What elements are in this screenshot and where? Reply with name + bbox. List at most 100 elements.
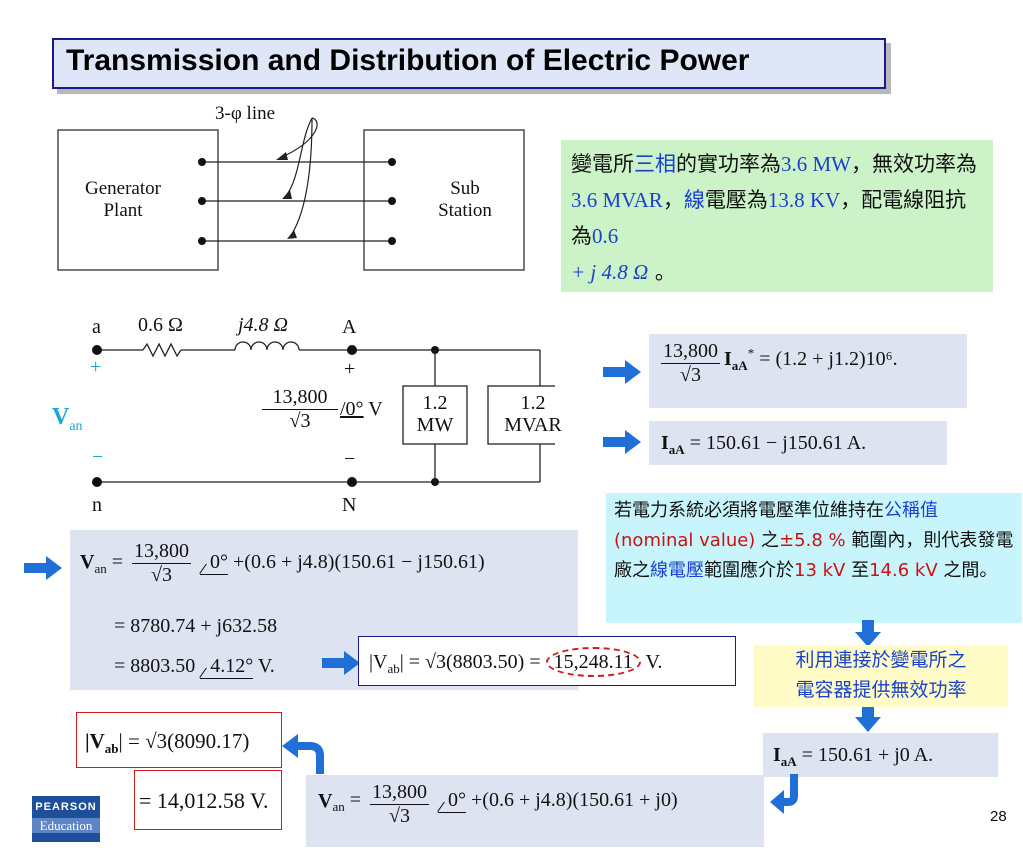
arrow-down-icon <box>855 705 881 732</box>
vab-unit: V. <box>640 651 663 673</box>
bottom-vab-line1: |Vab| = √3(8090.17) <box>76 712 282 768</box>
van-eq-line2: = 8780.74 + j632.58 <box>114 615 278 637</box>
arrow-right-icon <box>24 556 62 580</box>
bv-angle: 0° <box>438 789 467 814</box>
gb-text: 的實功率為 <box>676 152 781 176</box>
eq1-num: 13,800 <box>661 340 720 364</box>
cb-text: 至 <box>845 560 870 581</box>
bv-rest: +(0.6 + j4.8)(150.61 + j0) <box>471 789 678 812</box>
van-v: V <box>52 404 70 430</box>
cb-text: 範圍內，則代表發電廠之 <box>614 530 1014 581</box>
load-mw: 1.2 MW <box>403 392 467 436</box>
cb-nominal-value: (nominal value) <box>614 530 756 551</box>
bottom-van-equation: Van = 13,800√3 0° +(0.6 + j4.8)(150.61 +… <box>306 775 764 847</box>
minus-right: − <box>344 448 356 470</box>
curved-arrow-icon <box>770 774 798 814</box>
curved-arrow-icon <box>282 734 324 774</box>
gb-text: 電壓 <box>704 188 747 212</box>
gb-x-value: + j 4.8 Ω <box>571 260 649 284</box>
vab-lhs: |V <box>369 651 388 673</box>
gb-three-phase: 三相 <box>634 152 676 176</box>
gb-line: 線 <box>683 188 705 212</box>
problem-statement-box: 變電所三相的實功率為3.6 MW，無效功率為3.6 MVAR，線電壓為13.8 … <box>561 140 993 292</box>
gb-kv-value: 13.8 KV <box>767 188 841 212</box>
source-angle: /0° V <box>340 398 383 421</box>
cb-13kv: 13 kV <box>794 560 846 581</box>
eq2-text: = 150.61 − j150.61 A. <box>689 432 867 454</box>
vab-equation: |Vab| = √3(8803.50) = 15,248.11 V. <box>358 636 736 686</box>
title-box <box>52 38 886 89</box>
load-mvar: 1.2 MVAR <box>488 392 578 436</box>
load1-unit: MW <box>416 414 454 436</box>
arrow-right-icon <box>603 430 641 454</box>
bv-den: √3 <box>389 805 410 827</box>
gb-text: 為 <box>746 188 768 212</box>
substation-label: Sub Station <box>415 178 515 222</box>
node-n-label: n <box>92 494 102 516</box>
cb-percent: ±5.8 % <box>779 530 846 551</box>
slide-title: Transmission and Distribution of Electri… <box>66 44 750 77</box>
vab-result: 15,248.11 <box>545 647 641 677</box>
bvab-line1: | = √3(8090.17) <box>118 729 250 753</box>
pearson-logo: PEARSON Education <box>32 796 100 842</box>
bv-num: 13,800 <box>370 781 430 805</box>
logo-line1: PEARSON <box>35 801 97 813</box>
node-A-label: A <box>342 316 357 338</box>
gb-mvar-value: 3.6 MVAR <box>571 188 663 212</box>
voltage-range-note: 若電力系統必須將電壓準位維持在公稱值 (nominal value) 之±5.8 … <box>606 493 1022 623</box>
gb-mw-value: 3.6 MW <box>781 152 851 176</box>
yb-line2: 電容器提供無效功率 <box>795 679 967 701</box>
cb-text: 之間。 <box>937 560 998 581</box>
van-mag: = 8803.50 <box>114 655 196 677</box>
transmission-line-diagram <box>57 117 525 271</box>
van-sub: an <box>69 418 83 434</box>
load2-value: 1.2 <box>520 392 546 414</box>
bottom-vab-line2: = 14,012.58 V. <box>134 770 282 830</box>
arrow-down-icon <box>855 620 881 647</box>
gb-text: ， <box>851 152 872 176</box>
gb-text: ， <box>662 188 684 212</box>
gb-text: 無效功率為 <box>872 152 977 176</box>
node-a-label: a <box>92 316 101 338</box>
node-N-label: N <box>342 494 357 516</box>
reactance-label: j4.8 Ω <box>238 314 289 336</box>
cb-nominal: 公稱值 <box>884 500 938 521</box>
circuit-diagram <box>92 341 555 487</box>
cb-text: 之 <box>755 530 780 551</box>
minus-left: − <box>92 446 104 468</box>
cb-text: 若電力系統必須將電壓準位維持在 <box>614 500 884 521</box>
arrow-right-icon <box>603 360 641 384</box>
gb-text: ，配電線阻抗為 <box>571 188 967 248</box>
van-unit: V. <box>253 655 275 677</box>
cb-14kv: 14.6 kV <box>869 560 938 581</box>
generator-line1: Generator <box>85 178 161 199</box>
cb-line-voltage: 線電壓 <box>650 560 704 581</box>
compensated-current-equation: IaA = 150.61 + j0 A. <box>763 733 998 777</box>
source-den: √3 <box>289 410 311 432</box>
van-rest: +(0.6 + j4.8)(150.61 − j150.61) <box>233 551 485 574</box>
sub-line1: Sub <box>450 178 480 199</box>
arrow-right-icon <box>322 651 360 675</box>
van-num: 13,800 <box>132 540 192 564</box>
vab-mid: | = √3(8803.50) = <box>399 651 546 673</box>
plus-right: + <box>344 358 356 380</box>
load1-value: 1.2 <box>422 392 448 414</box>
sub-line2: Station <box>438 200 492 221</box>
vab-sub: ab <box>387 661 400 676</box>
generator-line2: Plant <box>103 200 143 221</box>
eq3-text: = 150.61 + j0 A. <box>801 744 934 766</box>
source-num: 13,800 <box>262 386 338 410</box>
yb-line1: 利用連接於變電所之 <box>795 649 967 671</box>
van-eq-line3: = 8803.50 4.12° V. <box>114 655 275 679</box>
capacitor-note: 利用連接於變電所之 電容器提供無效功率 <box>754 645 1008 707</box>
eq1-den: √3 <box>680 364 701 386</box>
plus-left: + <box>90 356 102 378</box>
van-angle: 0° <box>200 551 229 576</box>
source-angle-value: /0° <box>340 398 364 420</box>
cb-text: 範圍應介於 <box>704 560 794 581</box>
van-eq-line1: Van = 13,800√3 0° +(0.6 + j4.8)(150.61 −… <box>80 540 485 586</box>
van-angle2: 4.12° <box>200 655 254 679</box>
load2-unit: MVAR <box>504 414 562 436</box>
source-voltage-fraction: 13,800 √3 <box>262 386 338 433</box>
